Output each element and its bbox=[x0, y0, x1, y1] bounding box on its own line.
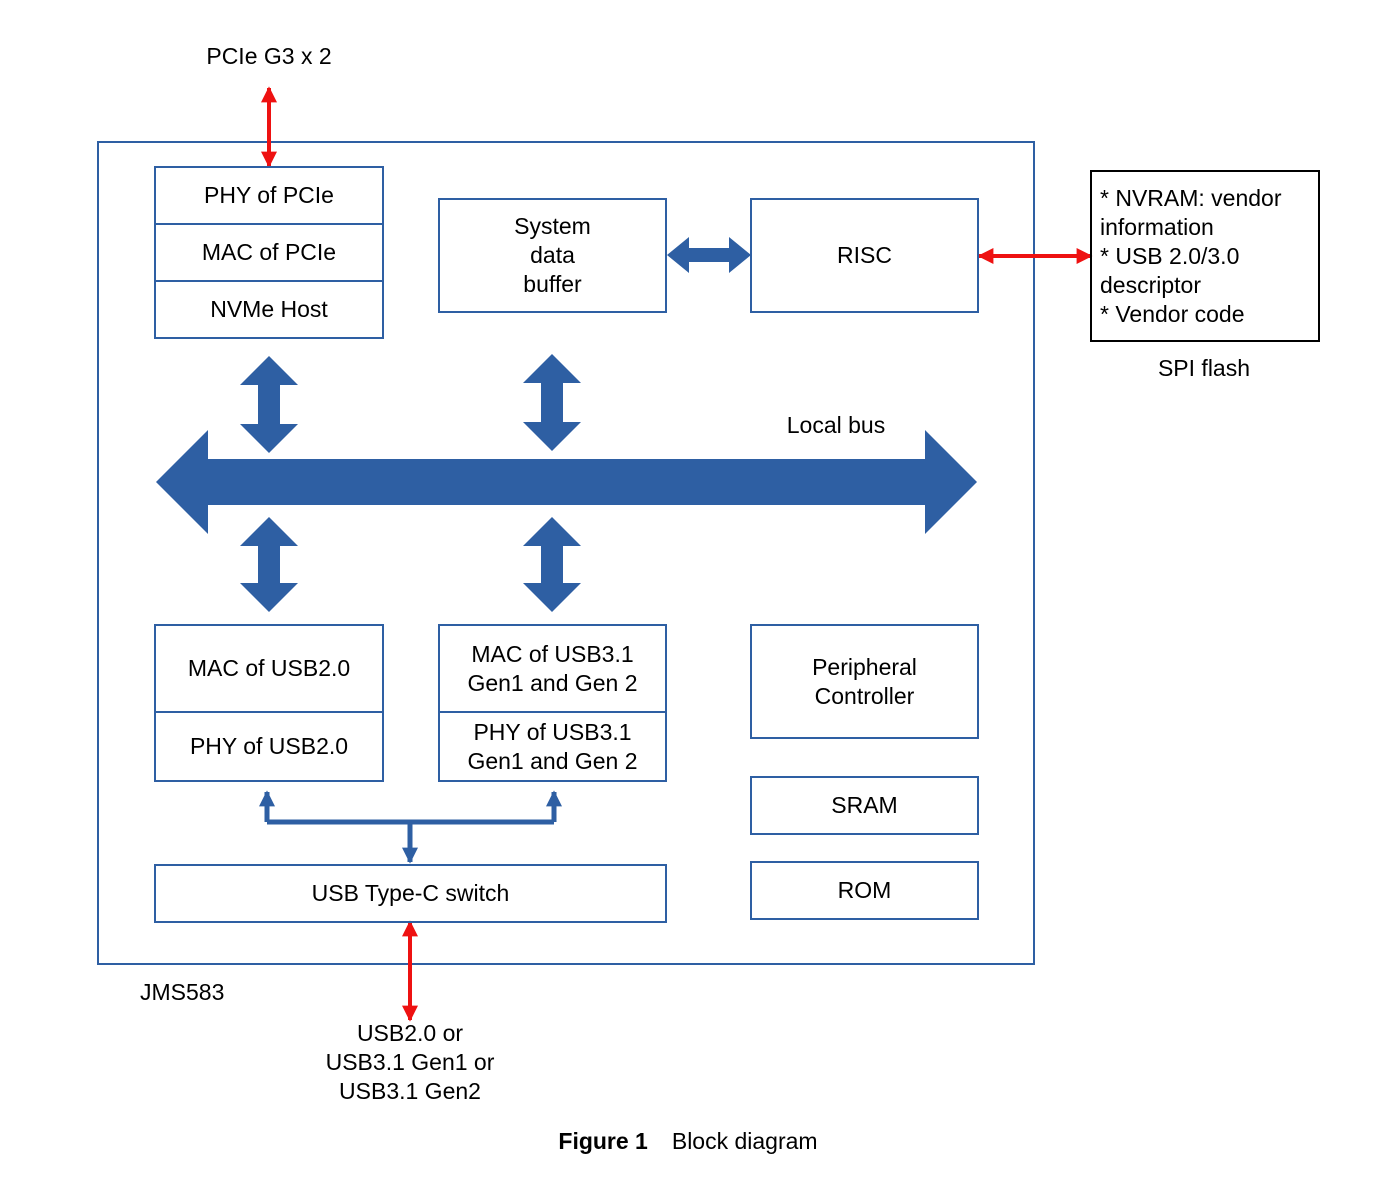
system-data-buffer-block: System data buffer bbox=[438, 198, 667, 313]
usb-type-c-switch-block: USB Type-C switch bbox=[154, 864, 667, 923]
figure-title: Block diagram bbox=[671, 1128, 818, 1154]
rom-block: ROM bbox=[750, 861, 979, 920]
phy-of-usb3-block: PHY of USB3.1 Gen1 and Gen 2 bbox=[440, 711, 665, 780]
mac-of-usb3-block: MAC of USB3.1 Gen1 and Gen 2 bbox=[467, 640, 638, 696]
phy-of-pcie-block: PHY of PCIe bbox=[204, 182, 334, 208]
spi-flash-label: SPI flash bbox=[1157, 355, 1251, 381]
local-bus-arrow bbox=[156, 430, 977, 534]
sram-block: SRAM bbox=[750, 776, 979, 835]
typec-branch-lines bbox=[258, 790, 563, 864]
figure-number: Figure 1 bbox=[558, 1128, 648, 1154]
usb-interface-label: USB2.0 or USB3.1 Gen1 or USB3.1 Gen2 bbox=[325, 1020, 495, 1104]
mac-of-pcie-block: MAC of PCIe bbox=[156, 223, 382, 280]
buffer-bus-connector-arrow bbox=[523, 354, 581, 451]
local-bus-label: Local bus bbox=[786, 412, 886, 438]
buffer-risc-arrow bbox=[667, 237, 751, 273]
mac-of-usb2-block: MAC of USB2.0 bbox=[187, 655, 351, 681]
pcie-bus-connector-arrow bbox=[240, 356, 298, 453]
spi-flash-contents: * NVRAM: vendor information * USB 2.0/3.… bbox=[1090, 170, 1320, 342]
phy-of-usb2-block: PHY of USB2.0 bbox=[156, 711, 382, 780]
pcie-stack: PHY of PCIe MAC of PCIe NVMe Host bbox=[154, 166, 384, 339]
risc-block: RISC bbox=[750, 198, 979, 313]
peripheral-controller-block: Peripheral Controller bbox=[750, 624, 979, 739]
chip-name-label: JMS583 bbox=[140, 979, 225, 1005]
figure-caption: Figure 1 Block diagram bbox=[0, 1128, 1376, 1155]
usb3-bus-connector-arrow bbox=[523, 517, 581, 612]
usb3-stack: MAC of USB3.1 Gen1 and Gen 2 PHY of USB3… bbox=[438, 624, 667, 782]
usb2-stack: MAC of USB2.0 PHY of USB2.0 bbox=[154, 624, 384, 782]
nvme-host-block: NVMe Host bbox=[156, 280, 382, 337]
usb2-bus-connector-arrow bbox=[240, 517, 298, 612]
chip-outline bbox=[97, 141, 1035, 965]
pcie-interface-label: PCIe G3 x 2 bbox=[206, 43, 332, 69]
